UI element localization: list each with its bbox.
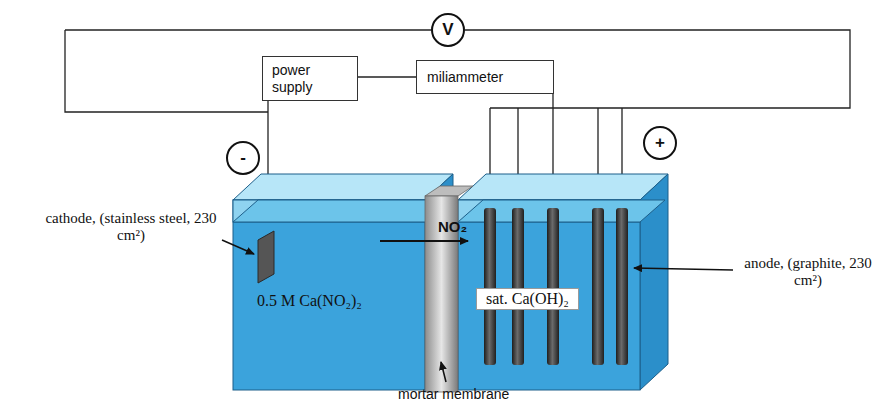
graphite-rod <box>592 208 604 365</box>
graphite-rod <box>616 208 628 365</box>
cathode-plate <box>258 231 274 283</box>
leader-line <box>441 362 446 382</box>
electrode-label: cathode, (stainless steel, 230 cm²) <box>42 210 220 245</box>
node-text: power supply <box>272 62 332 94</box>
membrane-top <box>425 186 473 196</box>
graphite-rod <box>547 208 559 365</box>
ammeter-box: miliammeter <box>416 60 554 94</box>
electrode-label: cathode, (stainless steel, 230 cm²) <box>42 210 220 245</box>
water-surface <box>233 200 450 222</box>
leader-line <box>634 268 733 270</box>
node-text: - <box>240 148 246 168</box>
catholyte-tank <box>233 174 453 390</box>
tank-glass <box>233 174 453 200</box>
polarity-sign: + <box>643 126 677 160</box>
graphite-anode <box>484 208 628 365</box>
catholyte-tank: 0.5 M Ca(NO₂)₂ <box>233 222 433 390</box>
electrode-label: anode, (graphite, 230 cm²) <box>738 255 878 290</box>
electrode-label: anode, (graphite, 230 cm²) <box>738 255 878 290</box>
power-supply-box: power supply <box>262 56 358 101</box>
node-text: miliammeter <box>427 69 503 85</box>
anolyte-tank <box>458 174 668 390</box>
flux-arrow <box>380 240 468 242</box>
part-label: mortar membrane <box>398 386 538 402</box>
wire-connector <box>358 76 416 77</box>
wire <box>65 29 431 30</box>
node-text: V <box>442 20 453 40</box>
anolyte-tank: sat. Ca(OH)₂ <box>458 222 640 390</box>
species-label: NO₂ <box>438 218 488 235</box>
wire <box>65 30 268 112</box>
tank-front <box>458 200 640 390</box>
node-text: + <box>655 133 665 153</box>
graphite-rod <box>484 208 496 365</box>
species-label: NO₂ <box>438 218 488 235</box>
graphite-rod <box>512 208 524 365</box>
polarity-sign: - <box>226 141 260 175</box>
leader-line <box>222 240 254 254</box>
voltmeter-symbol: V <box>431 13 465 47</box>
wire <box>552 94 553 108</box>
mortar-membrane <box>425 186 473 392</box>
part-label: mortar membrane <box>398 386 538 402</box>
tank-glass <box>458 174 668 200</box>
node-text: 0.5 M Ca(NO₂)₂ <box>257 292 433 310</box>
node-text: sat. Ca(OH)₂ <box>476 288 579 310</box>
